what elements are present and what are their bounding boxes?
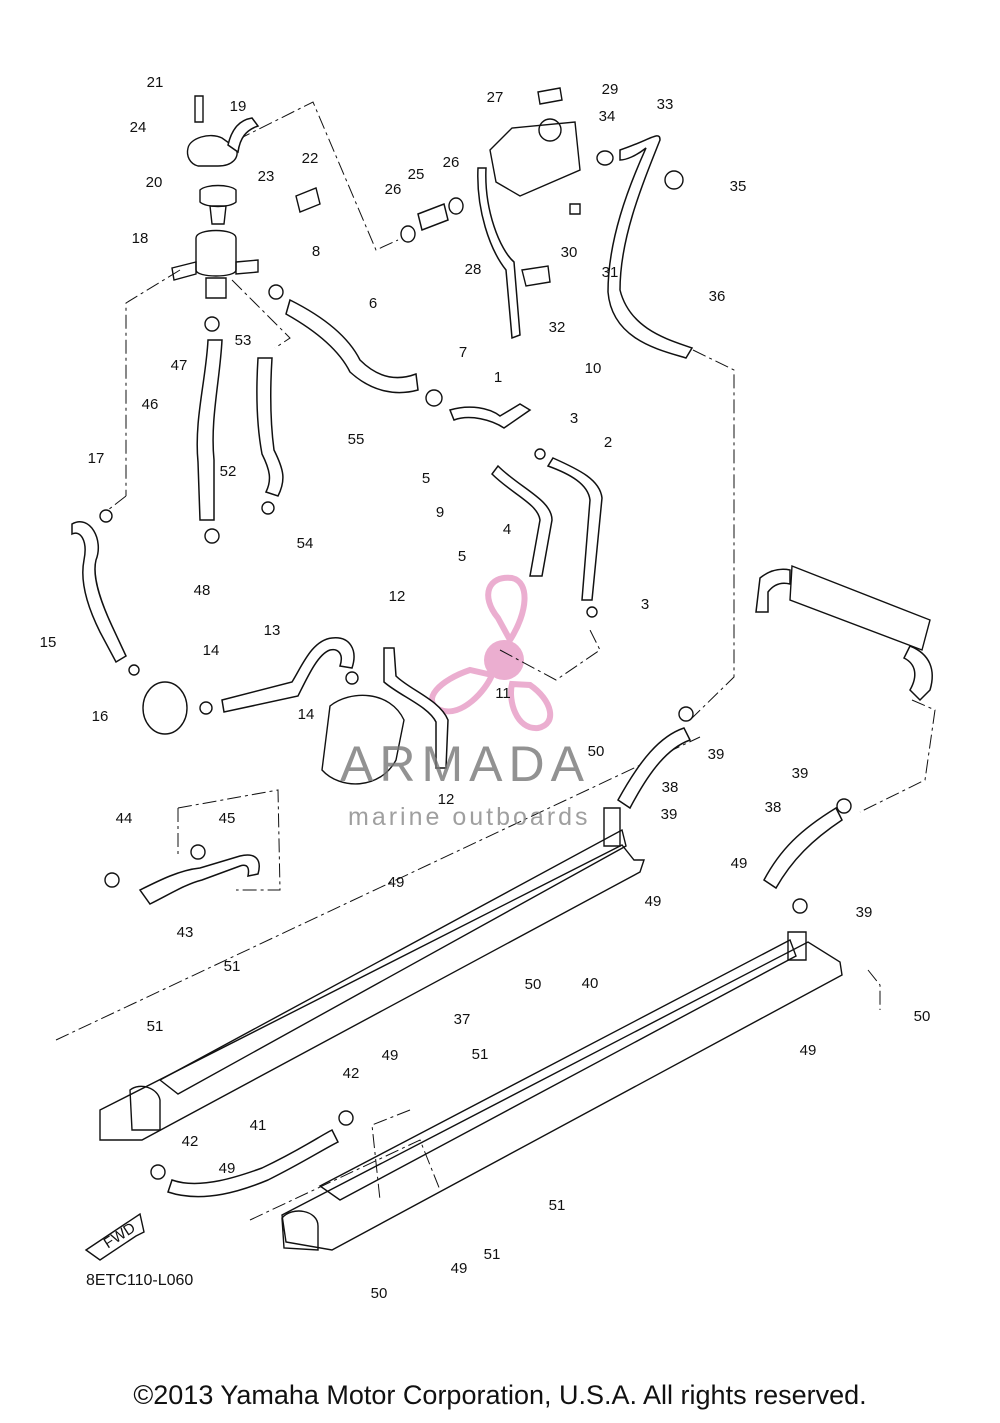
fasteners <box>99 170 852 1180</box>
copyright-notice: ©2013 Yamaha Motor Corporation, U.S.A. A… <box>133 1380 867 1410</box>
callout-10: 10 <box>585 360 602 377</box>
callout-55: 55 <box>348 431 365 448</box>
callout-50: 50 <box>588 743 605 760</box>
callout-51: 51 <box>549 1197 566 1214</box>
thermostat-housing-group <box>171 95 321 299</box>
fwd-arrow-icon: FWD <box>84 1212 145 1261</box>
callout-23: 23 <box>258 168 275 185</box>
callout-50: 50 <box>914 1008 931 1025</box>
drawing-code: 8ETC110-L060 <box>86 1272 194 1289</box>
callout-54: 54 <box>297 535 314 552</box>
callout-46: 46 <box>142 396 159 413</box>
callout-44: 44 <box>116 810 133 827</box>
callout-13: 13 <box>264 622 281 639</box>
callout-5: 5 <box>458 548 466 565</box>
callout-53: 53 <box>235 332 252 349</box>
callout-25: 25 <box>408 166 425 183</box>
callout-2: 2 <box>604 434 612 451</box>
callout-17: 17 <box>88 450 105 467</box>
callout-22: 22 <box>302 150 319 167</box>
callout-14: 14 <box>298 706 315 723</box>
callout-9: 9 <box>436 504 444 521</box>
callout-27: 27 <box>487 89 504 106</box>
callout-32: 32 <box>549 319 566 336</box>
callout-49: 49 <box>731 855 748 872</box>
callout-51: 51 <box>224 958 241 975</box>
callout-49: 49 <box>451 1260 468 1277</box>
callout-49: 49 <box>388 874 405 891</box>
callout-12: 12 <box>389 588 406 605</box>
coolant-hoses <box>71 135 933 1198</box>
callout-36: 36 <box>709 288 726 305</box>
callout-7: 7 <box>459 344 467 361</box>
callout-3: 3 <box>641 596 649 613</box>
callout-50: 50 <box>371 1285 388 1302</box>
watermark-subtitle: marine outboards <box>348 803 591 831</box>
callout-49: 49 <box>219 1160 236 1177</box>
callout-31: 31 <box>602 264 619 281</box>
callout-39: 39 <box>792 765 809 782</box>
callout-12: 12 <box>438 791 455 808</box>
callout-51: 51 <box>147 1018 164 1035</box>
callout-38: 38 <box>662 779 679 796</box>
callout-5: 5 <box>422 470 430 487</box>
callout-26: 26 <box>385 181 402 198</box>
callout-39: 39 <box>661 806 678 823</box>
callout-49: 49 <box>800 1042 817 1059</box>
callout-14: 14 <box>203 642 220 659</box>
callout-40: 40 <box>582 975 599 992</box>
callout-38: 38 <box>765 799 782 816</box>
callout-49: 49 <box>382 1047 399 1064</box>
callout-28: 28 <box>465 261 482 278</box>
callout-42: 42 <box>182 1133 199 1150</box>
callout-34: 34 <box>599 108 616 125</box>
watermark-propeller-icon <box>429 574 554 731</box>
callout-24: 24 <box>130 119 147 136</box>
callout-47: 47 <box>171 357 188 374</box>
callout-26: 26 <box>443 154 460 171</box>
callout-50: 50 <box>525 976 542 993</box>
callout-39: 39 <box>856 904 873 921</box>
callout-21: 21 <box>147 74 164 91</box>
callout-11: 11 <box>495 685 511 702</box>
callout-51: 51 <box>472 1046 489 1063</box>
watermark-name: ARMADA <box>340 736 590 792</box>
callout-52: 52 <box>220 463 237 480</box>
callout-49: 49 <box>645 893 662 910</box>
pump-assembly <box>142 564 931 785</box>
callout-15: 15 <box>40 634 57 651</box>
callout-30: 30 <box>561 244 578 261</box>
callout-48: 48 <box>194 582 211 599</box>
callout-20: 20 <box>146 174 163 191</box>
coolant-tank-group <box>400 87 614 340</box>
callout-37: 37 <box>454 1011 471 1028</box>
callout-41: 41 <box>250 1117 267 1134</box>
callout-16: 16 <box>92 708 109 725</box>
assembly-leader-lines <box>55 101 936 1221</box>
callout-1: 1 <box>494 369 502 386</box>
callout-45: 45 <box>219 810 236 827</box>
callout-3: 3 <box>570 410 578 427</box>
callout-43: 43 <box>177 924 194 941</box>
callout-51: 51 <box>484 1246 501 1263</box>
callout-39: 39 <box>708 746 725 763</box>
radiator-plates <box>99 807 843 1251</box>
callout-8: 8 <box>312 243 320 260</box>
callout-6: 6 <box>369 295 377 312</box>
callout-29: 29 <box>602 81 619 98</box>
callout-33: 33 <box>657 96 674 113</box>
callout-19: 19 <box>230 98 247 115</box>
callout-18: 18 <box>132 230 149 247</box>
callout-4: 4 <box>503 521 511 538</box>
callout-35: 35 <box>730 178 747 195</box>
callout-42: 42 <box>343 1065 360 1082</box>
